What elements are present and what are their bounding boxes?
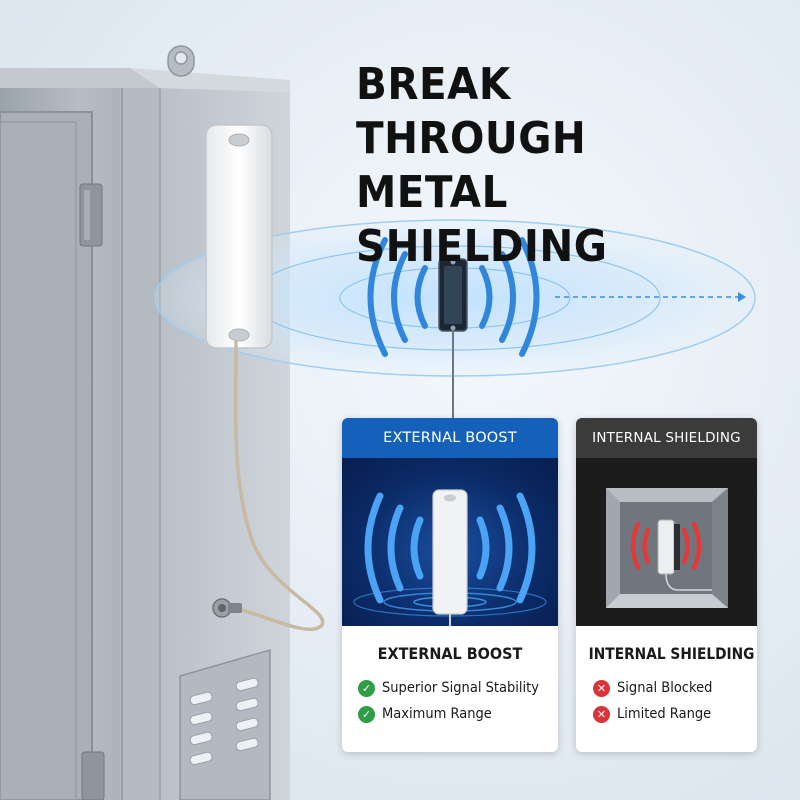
feature-text: Limited Range <box>617 706 712 722</box>
feature-text: Maximum Range <box>382 706 492 722</box>
headline: BREAK THROUGH METAL SHIELDING <box>356 58 752 274</box>
internal-shielding-body: INTERNAL SHIELDING ✕ Signal Blocked ✕ Li… <box>576 626 757 727</box>
hinge-icon <box>79 183 103 247</box>
vent-grille <box>179 649 271 800</box>
check-circle-icon: ✓ <box>358 679 375 697</box>
external-boost-body: EXTERNAL BOOST ✓ Superior Signal Stabili… <box>342 626 558 727</box>
antenna-icon <box>432 489 468 626</box>
lifting-eye-icon <box>167 45 195 77</box>
signal-waves-icon <box>367 237 540 357</box>
check-circle-icon: ✓ <box>358 705 375 723</box>
external-boost-title: EXTERNAL BOOST <box>377 644 523 663</box>
internal-shielding-panel: INTERNAL SHIELDING <box>576 418 757 752</box>
hinge-icon <box>81 751 105 800</box>
connector-icon <box>212 598 242 618</box>
arrow-right-icon <box>738 292 746 302</box>
headline-line-2: METAL SHIELDING <box>356 167 608 272</box>
external-boost-illustration <box>342 458 558 626</box>
internal-shielding-header: INTERNAL SHIELDING <box>576 418 757 458</box>
headline-line-1: BREAK THROUGH <box>356 59 587 164</box>
coax-cable <box>230 340 325 632</box>
internal-shielding-illustration <box>576 458 757 626</box>
antenna-icon <box>657 519 712 591</box>
feature-item: ✓ Superior Signal Stability <box>342 675 558 701</box>
cabinet-top <box>0 68 160 88</box>
external-boost-header: EXTERNAL BOOST <box>342 418 558 458</box>
x-circle-icon: ✕ <box>593 679 610 697</box>
center-antenna-icon <box>438 258 468 418</box>
blocked-signal-icon <box>630 521 702 571</box>
signal-waves-icon <box>364 492 536 604</box>
internal-shielding-title: INTERNAL SHIELDING <box>588 644 755 663</box>
feature-item: ✕ Signal Blocked <box>576 675 757 701</box>
mounted-antenna-icon <box>205 124 273 349</box>
feature-text: Superior Signal Stability <box>382 680 539 696</box>
x-circle-icon: ✕ <box>593 705 610 723</box>
external-boost-panel: EXTERNAL BOOST <box>342 418 558 752</box>
feature-item: ✓ Maximum Range <box>342 701 558 727</box>
feature-item: ✕ Limited Range <box>576 701 757 727</box>
feature-text: Signal Blocked <box>617 680 713 696</box>
cabinet-door <box>0 111 93 800</box>
